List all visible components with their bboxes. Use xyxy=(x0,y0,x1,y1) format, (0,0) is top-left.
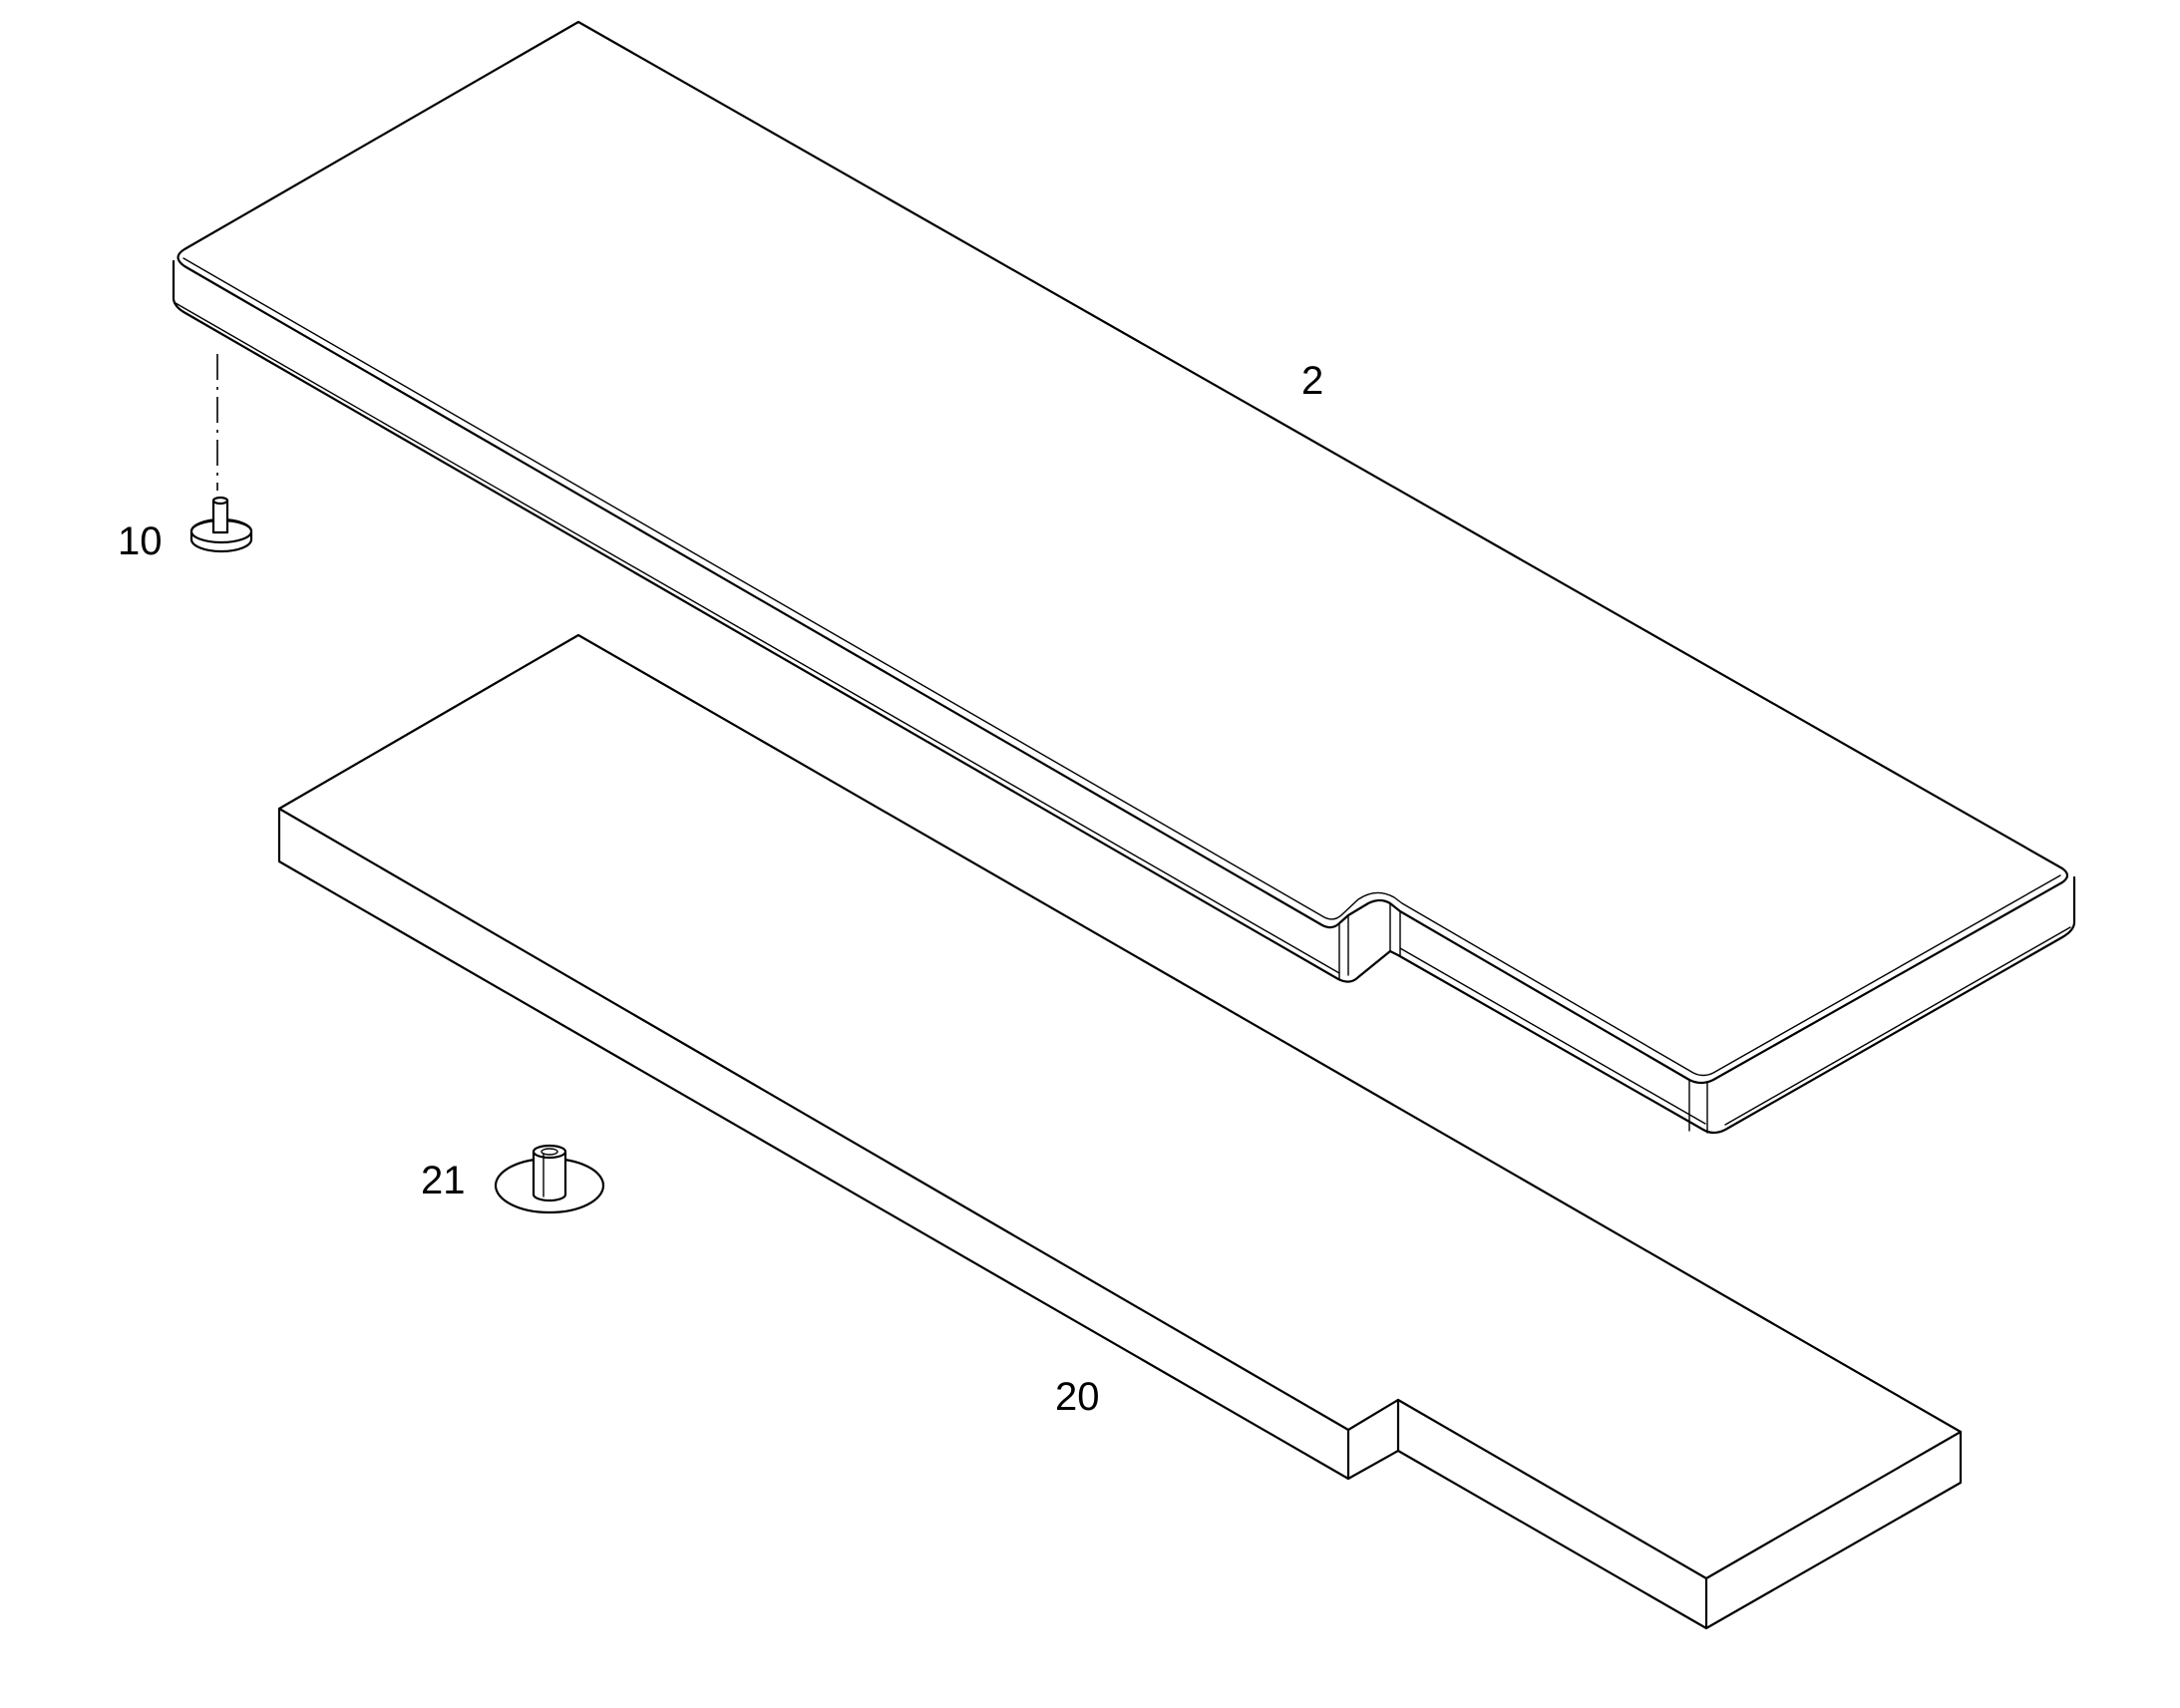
part-spacer xyxy=(494,1144,605,1214)
spacer-bore xyxy=(541,1148,558,1156)
pin-shaft xyxy=(211,499,229,534)
pin-shaft-top xyxy=(211,496,229,506)
cover-fillet-line xyxy=(182,257,2061,1077)
cover-front-inner-edge xyxy=(175,302,2071,1126)
pad-vertical-edges xyxy=(1346,1398,1708,1630)
part-pin xyxy=(189,354,253,553)
cover-top-face xyxy=(177,20,2069,1085)
spacer-sleeve xyxy=(532,1152,567,1202)
cover-front-edge xyxy=(172,259,2076,1135)
spacer-sleeve-top xyxy=(532,1144,567,1160)
callout-10: 10 xyxy=(118,519,163,563)
part-cover-plate xyxy=(172,20,2076,1135)
callout-2: 2 xyxy=(1301,359,1323,403)
part-pad xyxy=(277,633,1963,1630)
callout-21: 21 xyxy=(421,1159,466,1202)
cover-corner-lines xyxy=(1338,902,1708,1134)
callout-20: 20 xyxy=(1055,1375,1100,1419)
